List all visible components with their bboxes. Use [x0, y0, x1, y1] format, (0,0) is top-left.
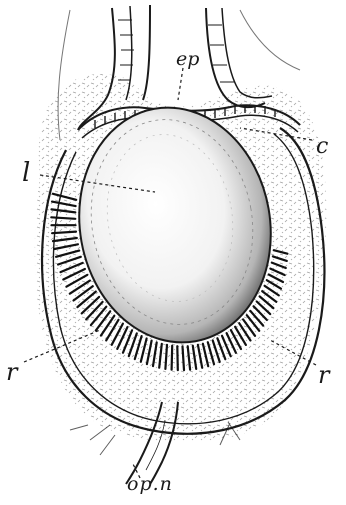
label-opn: op.n — [127, 475, 173, 494]
retina-rod — [51, 217, 75, 219]
leader-ep — [178, 68, 183, 100]
label-r-left: r — [6, 360, 17, 384]
label-ep: ep — [176, 50, 199, 69]
label-c: c — [316, 136, 328, 158]
label-r-right: r — [318, 363, 329, 387]
retina-rod — [177, 346, 178, 370]
retina-rod — [172, 346, 173, 370]
retina-rod — [183, 346, 185, 370]
label-l: l — [22, 160, 30, 186]
